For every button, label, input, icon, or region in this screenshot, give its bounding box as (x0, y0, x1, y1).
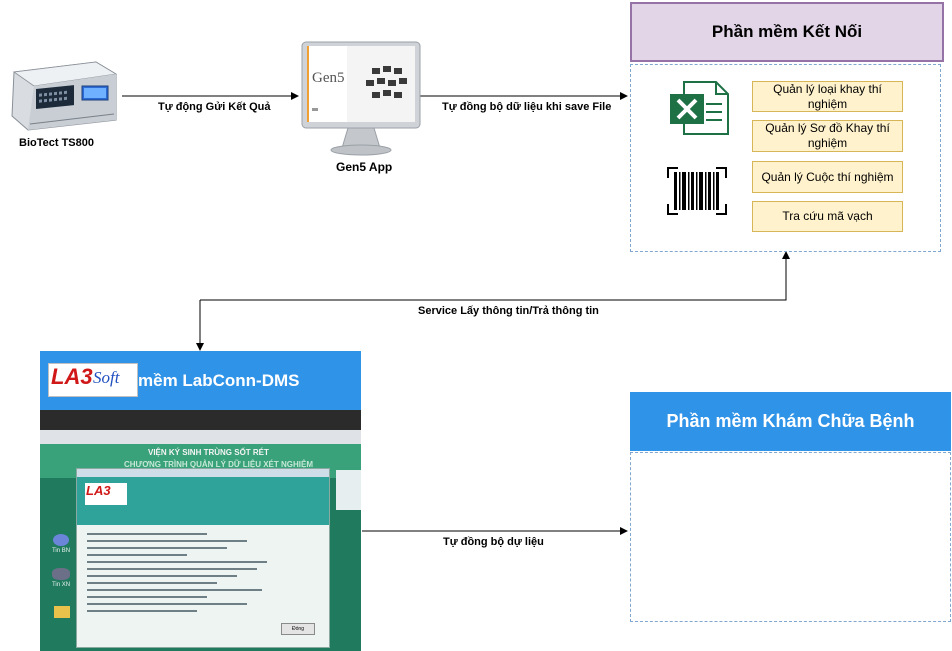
labconn-screenshot: VIỆN KÝ SINH TRÙNG SỐT RÉT CHƯƠNG TRÌNH … (40, 410, 361, 651)
desktop-icon-test-label: Tin XN (51, 582, 71, 588)
clinic-software-header: Phần mềm Khám Chữa Bệnh (630, 392, 951, 451)
labsoft-logo-text: LA3 (51, 364, 93, 389)
monitor-icon (301, 41, 421, 156)
arrow-service-to-connect (200, 251, 790, 301)
screen-menubar (40, 430, 361, 444)
sync-data-label: Tự đồng bộ dự liệu (443, 536, 544, 548)
sync-on-save-label: Tự đồng bộ dữ liệu khi save File (442, 101, 612, 113)
connect-item-barcode-lookup: Tra cứu mã vạch (752, 201, 903, 232)
connect-software-header: Phần mềm Kết Nối (630, 2, 944, 62)
screen-title-2: CHƯƠNG TRÌNH QUẢN LÝ DỮ LIỆU XÉT NGHIỆM (124, 460, 313, 469)
screen-right-panel (336, 470, 361, 510)
about-dialog-logo: LA3 (85, 483, 127, 505)
labconn-header: LA3 Soft mềm LabConn-DMS (40, 351, 361, 410)
about-dialog: LA3 Đóng (76, 468, 330, 648)
plate-reader-label: BioTect TS800 (19, 137, 94, 149)
connect-software-title: Phần mềm Kết Nối (711, 22, 863, 41)
barcode-icon (666, 166, 728, 216)
connect-software-panel (630, 64, 941, 252)
gen5-screen-logo: Gen5 (312, 70, 345, 86)
labsoft-logo: LA3 Soft (48, 363, 138, 397)
desktop-icon-folder[interactable] (54, 606, 70, 618)
gen5-monitor: Gen5 (300, 40, 422, 158)
clinic-software-title: Phần mềm Khám Chữa Bệnh (666, 411, 915, 431)
about-dialog-titlebar (77, 469, 329, 477)
labconn-title: mềm LabConn-DMS (138, 371, 300, 390)
about-text-lines (87, 533, 317, 633)
connect-item-experiments: Quản lý Cuộc thí nghiệm (752, 161, 903, 193)
desktop-icon-patient[interactable]: Tin BN (48, 534, 74, 564)
about-dialog-logo-text: LA3 (86, 483, 111, 498)
clinic-software-panel (630, 452, 951, 622)
connect-item-tray-layout: Quản lý Sơ đồ Khay thí nghiệm (752, 120, 903, 152)
plate-reader-icon (11, 61, 118, 131)
service-label: Service Lấy thông tin/Trả thông tin (418, 305, 599, 317)
screen-title-1: VIỆN KÝ SINH TRÙNG SỐT RÉT (148, 448, 269, 457)
labsoft-logo-script: Soft (93, 368, 120, 387)
desktop-icon-patient-label: Tin BN (51, 548, 71, 554)
plate-reader-device (8, 60, 120, 132)
excel-icon (670, 80, 730, 136)
connect-item-tray-types: Quản lý loại khay thí nghiệm (752, 81, 903, 112)
send-results-label: Tự động Gửi Kết Quả (158, 101, 271, 113)
about-dialog-ok-button[interactable]: Đóng (281, 623, 315, 635)
gen5-label: Gen5 App (336, 160, 393, 174)
screen-dark-top (40, 410, 361, 430)
desktop-icon-test[interactable]: Tin XN (48, 568, 74, 598)
